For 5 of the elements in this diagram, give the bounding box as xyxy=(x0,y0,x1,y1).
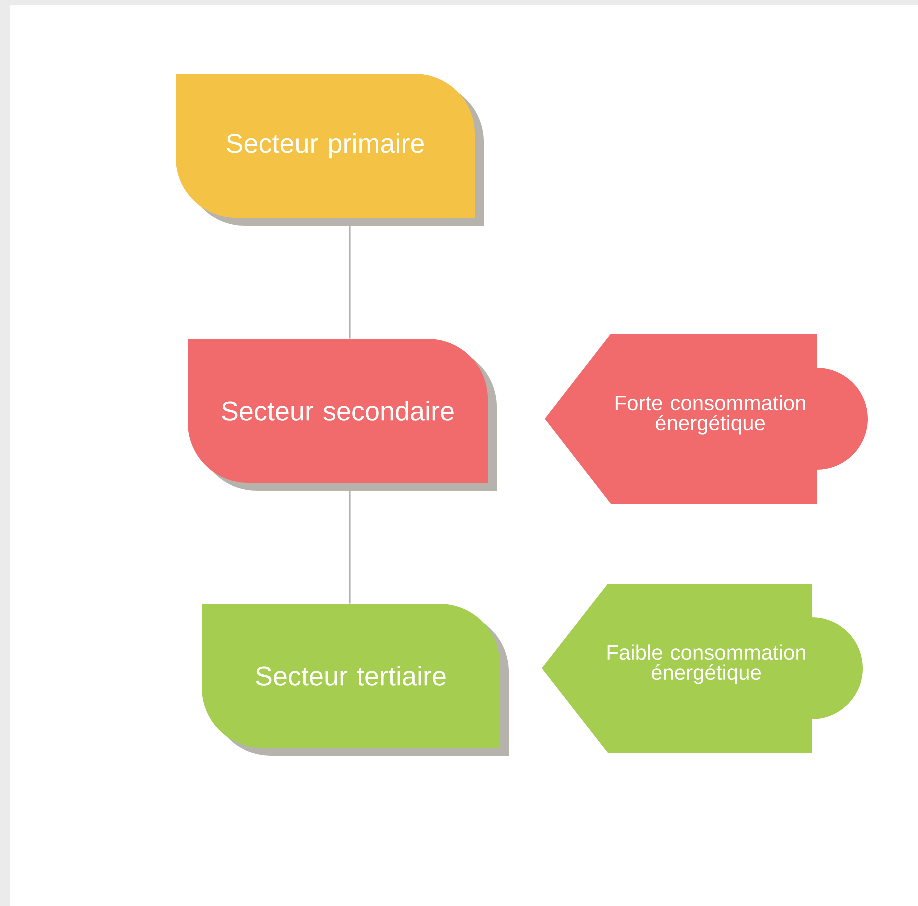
connector-line xyxy=(349,483,351,604)
process-box: Secteur primaire xyxy=(176,74,484,226)
process-box: Secteur tertiaire xyxy=(202,604,509,756)
connector-line xyxy=(349,218,351,339)
process-box: Secteur secondaire xyxy=(188,339,497,491)
